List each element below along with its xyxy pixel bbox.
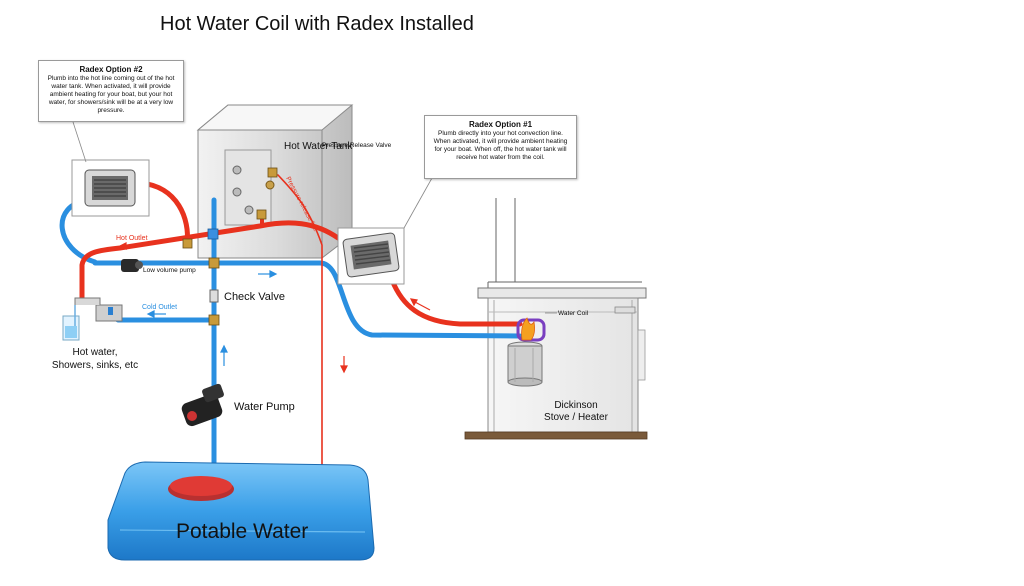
stove-label-line2: Stove / Heater [544,412,608,423]
fixtures-label-line2: Showers, sinks, etc [51,360,139,371]
hot-water-tank [196,104,354,259]
radex-option-1-unit [337,227,405,285]
water-pump-label: Water Pump [234,401,295,413]
stove-chimney [487,198,642,296]
pipe-fittings [182,167,278,326]
radex-option-2-unit [71,159,150,217]
water-pump-icon [181,383,224,427]
check-valve-label: Check Valve [224,291,285,303]
low-volume-pump-icon [121,259,143,272]
radex-option-2-body: Plumb into the hot line coming out of th… [47,75,175,114]
check-valve-icon [209,289,219,303]
hot-water-tank-label: Hot Water Tank [284,141,353,152]
cold-feed-to-coil-pipe [92,260,523,339]
low-volume-pump-label: Low volume pump [143,267,196,274]
radex-option-2-callout: Radex Option #2 Plumb into the hot line … [38,60,184,122]
radex-option-2-heading: Radex Option #2 [79,65,143,74]
stove-label-line1: Dickinson [554,400,598,411]
faucet-icon [62,297,123,341]
radex-option-1-callout: Radex Option #1 Plumb directly into your… [424,115,577,179]
cold-outlet-label: Cold Outlet [142,304,177,311]
radex-option-1-body: Plumb directly into your hot convection … [433,130,568,161]
flow-arrows [118,242,431,374]
pressure-release-line [277,174,323,471]
page-title: Hot Water Coil with Radex Installed [160,13,474,35]
burner-pot [507,341,543,387]
callout-leaders [72,121,557,314]
hot-return-from-coil-pipe [389,277,523,327]
stove-label: Dickinson Stove / Heater [528,400,624,424]
fixtures-label-line1: Hot water, [72,347,118,358]
pressure-release-valve-label: Pressure Release Valve [322,142,392,149]
water-coil-label: Water Coil [558,310,589,317]
radex-option-1-heading: Radex Option #1 [468,120,533,129]
fixtures-label: Hot water, Showers, sinks, etc [40,346,150,372]
potable-water-tank [107,461,375,561]
hot-outlet-label: Hot Outlet [116,235,148,242]
water-coil [516,317,546,342]
potable-water-label: Potable Water [176,520,309,543]
